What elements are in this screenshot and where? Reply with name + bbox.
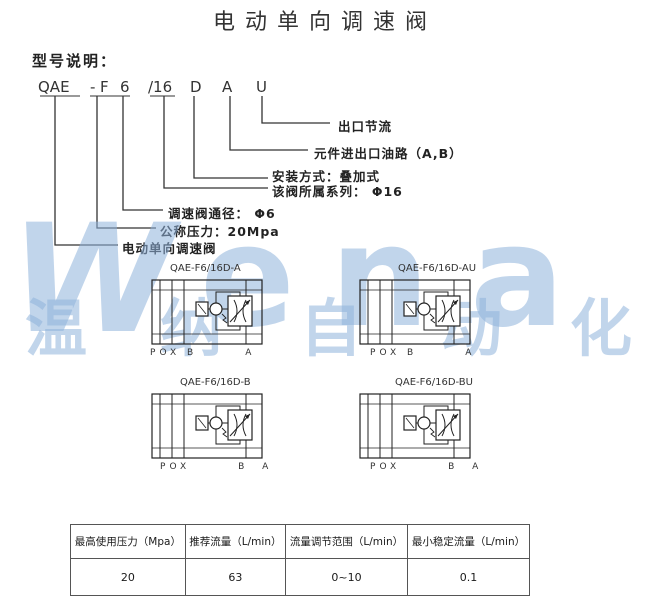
code-part-qae: QAE <box>38 78 70 96</box>
spec-table-header-row: 最高使用压力（Mpa） 推荐流量（L/min） 流量调节范围（L/min） 最小… <box>70 524 530 559</box>
valve-schematics <box>151 279 471 459</box>
spec-header-max-pressure: 最高使用压力（Mpa） <box>70 524 186 559</box>
leader-a <box>229 96 308 151</box>
schematic-label-a: QAE-F6/16D-A <box>170 263 241 274</box>
watermark-char-3: 自 <box>300 292 363 365</box>
code-part-dash: - <box>90 78 96 96</box>
leader-u <box>261 96 330 124</box>
leader-d <box>193 96 268 179</box>
leader-qae <box>54 96 118 246</box>
spec-header-recommended-flow: 推荐流量（L/min） <box>184 524 287 559</box>
spec-table-value-row: 20 63 0~10 0.1 <box>70 558 530 596</box>
spec-table: 最高使用压力（Mpa） 推荐流量（L/min） 流量调节范围（L/min） 最小… <box>70 524 530 596</box>
explanation-ports: 元件进出口油路（A,B） <box>314 146 463 161</box>
schematic-label-b: QAE-F6/16D-B <box>180 377 251 388</box>
code-part-f: F <box>100 78 109 96</box>
spec-header-min-stable-flow: 最小稳定流量（L/min） <box>407 524 530 559</box>
spec-value-min-stable-flow: 0.1 <box>407 558 530 596</box>
code-part-a: A <box>222 78 233 96</box>
explanation-outlet-throttle: 出口节流 <box>338 119 393 134</box>
watermark-char-5: 化 <box>570 292 633 365</box>
schematic-b <box>151 393 263 459</box>
spec-value-recommended-flow: 63 <box>184 558 287 596</box>
code-part-d: D <box>190 78 202 96</box>
watermark-letter-w: W <box>10 193 175 367</box>
explanation-mounting: 安装方式：叠加式 <box>272 169 381 184</box>
leader-16 <box>163 96 268 189</box>
model-heading: 型号说明： <box>32 52 118 70</box>
schematic-label-bu: QAE-F6/16D-BU <box>395 377 473 388</box>
explanation-name: 电动单向调速阀 <box>122 241 217 256</box>
schematic-label-au: QAE-F6/16D-AU <box>398 263 477 274</box>
ports-au: POX B A <box>370 348 476 358</box>
leader-f <box>96 96 156 229</box>
code-part-16: /16 <box>148 78 173 96</box>
explanation-pressure: 公称压力：20Mpa <box>160 224 280 239</box>
watermark-letter-a: a <box>470 196 565 359</box>
schematic-a <box>151 279 263 345</box>
leader-6 <box>122 96 163 211</box>
spec-value-max-pressure: 20 <box>70 558 186 596</box>
code-part-6: 6 <box>120 78 130 96</box>
schematic-au <box>359 279 471 345</box>
explanation-bore: 调速阀通径： Φ6 <box>168 206 276 221</box>
schematic-bu <box>359 393 471 459</box>
ports-b: POX B A <box>160 462 273 472</box>
watermark-char-1: 温 <box>25 292 88 365</box>
model-leader-lines <box>40 95 330 246</box>
spec-value-flow-range: 0~10 <box>285 558 408 596</box>
page-title: 电动单向调速阀 <box>212 10 437 35</box>
ports-a: POX B A <box>150 348 256 358</box>
ports-bu: POX B A <box>370 462 483 472</box>
explanation-series: 该阀所属系列： Φ16 <box>272 184 403 199</box>
spec-header-flow-range: 流量调节范围（L/min） <box>285 524 408 559</box>
code-part-u: U <box>256 78 267 96</box>
